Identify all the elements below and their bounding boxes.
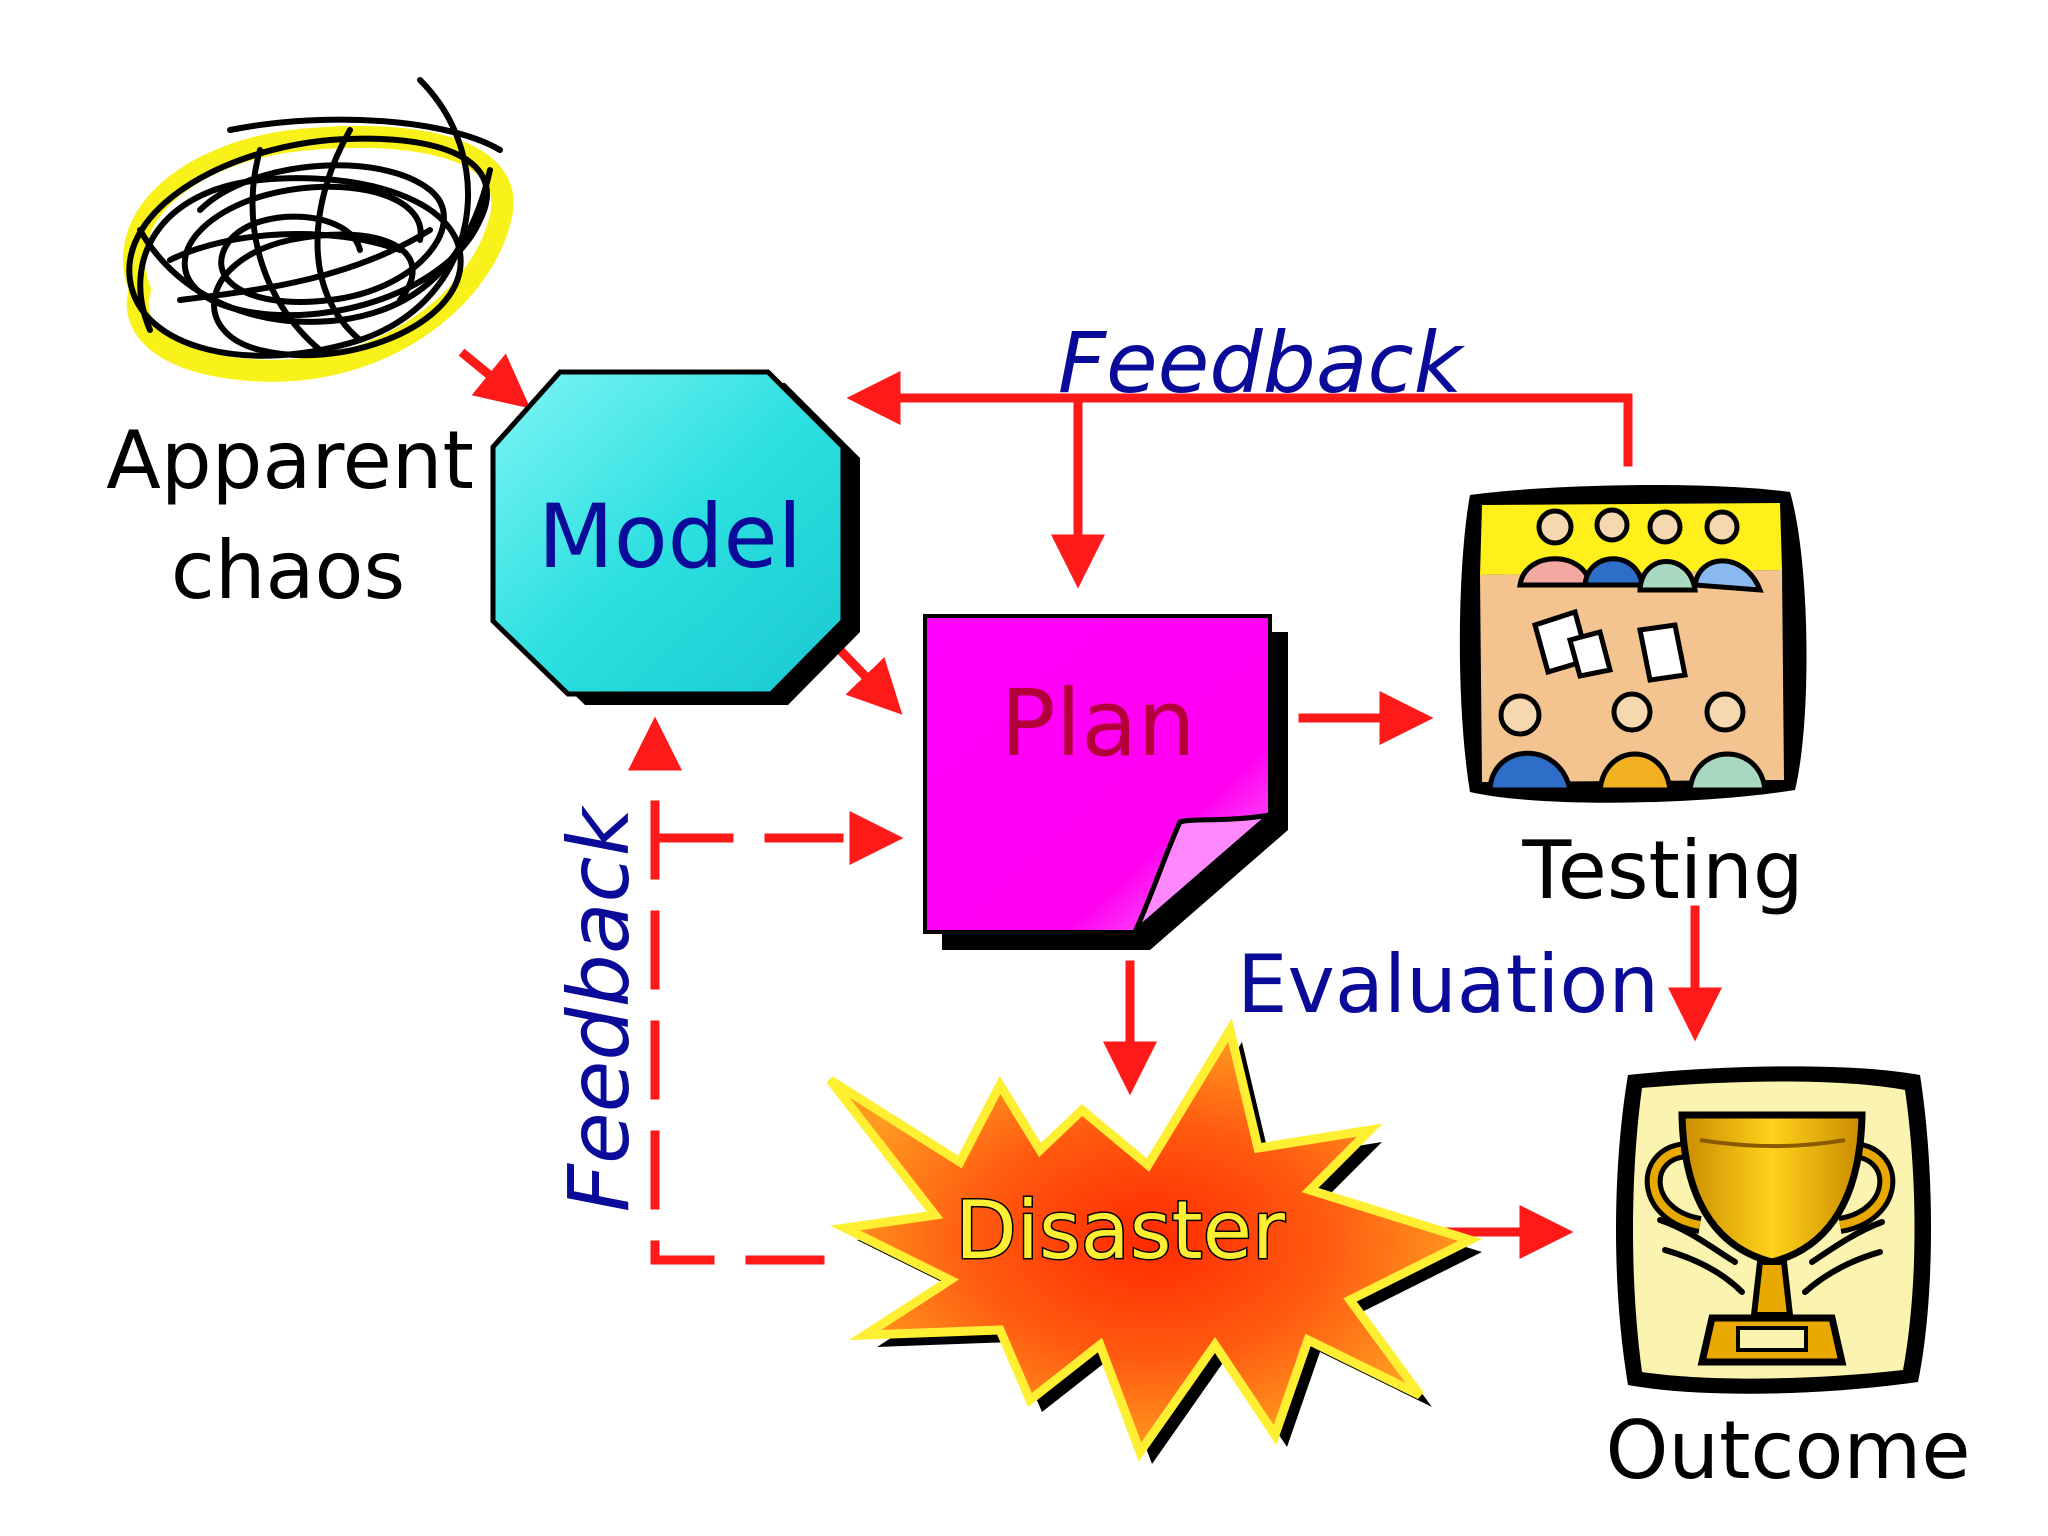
disaster-node: Disaster	[826, 1018, 1482, 1464]
arrow-chaos-to-model	[458, 348, 531, 409]
arrow-feedback-left	[628, 716, 825, 1265]
plan-node: Plan	[923, 614, 1288, 950]
scribble-icon	[123, 77, 514, 382]
meeting-people-icon	[1459, 484, 1807, 803]
connectors	[458, 348, 1722, 1265]
chaos-label-line1: Apparent	[106, 414, 474, 507]
testing-label: Testing	[1521, 824, 1803, 917]
outcome-label: Outcome	[1605, 1404, 1970, 1497]
chaos-label-line2: chaos	[171, 524, 405, 617]
arrow-feedback-top	[846, 371, 1633, 467]
trophy-icon	[1616, 1066, 1932, 1394]
disaster-label: Disaster	[955, 1184, 1285, 1277]
chaos-label: Apparent chaos	[106, 414, 474, 617]
feedback-left-label: Feedback	[550, 804, 648, 1212]
evaluation-label: Evaluation	[1237, 938, 1659, 1031]
feedback-top-label: Feedback	[1058, 314, 1466, 412]
plan-label: Plan	[1000, 670, 1196, 777]
model-label: Model	[538, 485, 802, 588]
arrow-model-to-plan	[833, 643, 903, 715]
model-node: Model	[490, 369, 860, 705]
